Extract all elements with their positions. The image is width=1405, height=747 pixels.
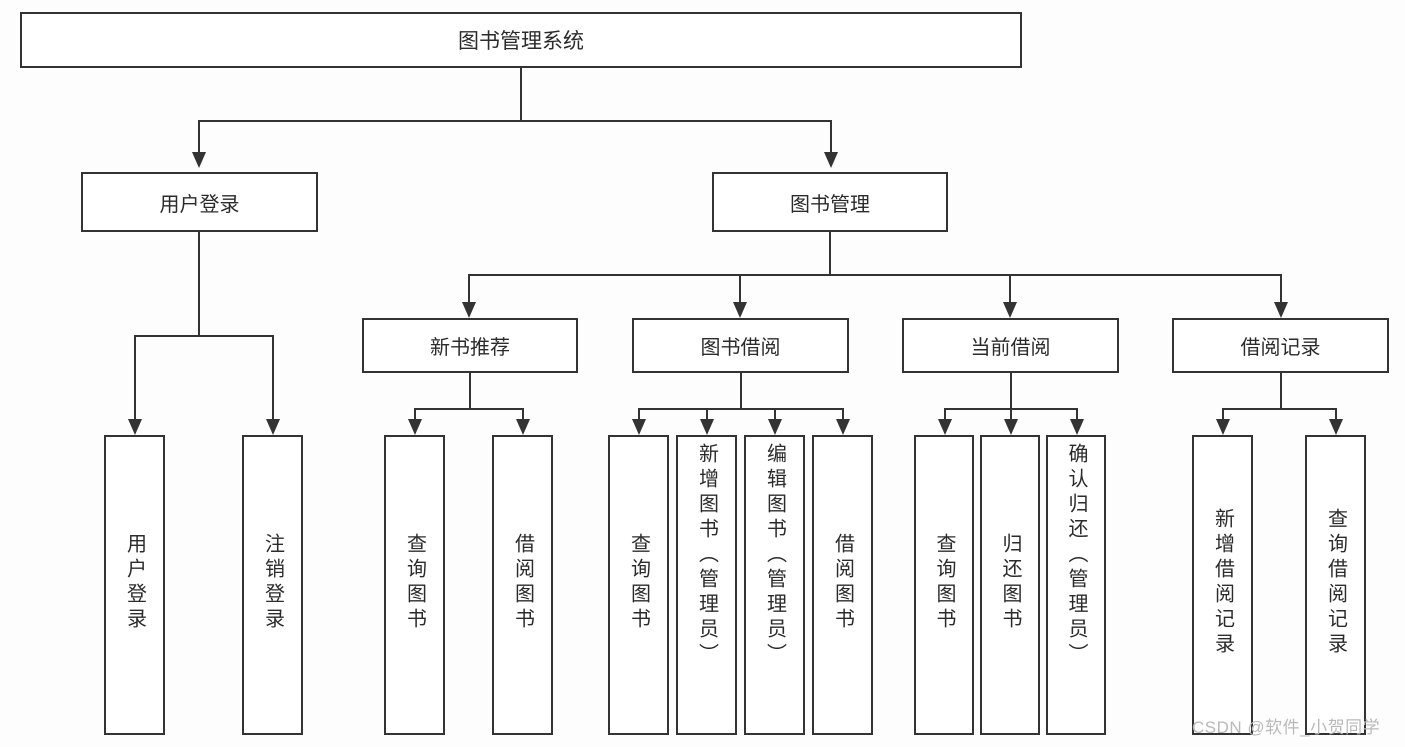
connector-book-mgmt-drop-2 [739, 274, 741, 302]
arrow-root-to-user-login [192, 152, 206, 168]
leaf-current-borrow-confirm-return-admin[interactable]: 确认归还（管理员） [1046, 435, 1106, 735]
connector-user-login-bus [134, 335, 274, 337]
connector-borrow-record-bus [1222, 408, 1336, 410]
connector-current-borrow-stem [1010, 373, 1012, 408]
node-borrow-record[interactable]: 借阅记录 [1172, 318, 1389, 373]
leaf-borrow-record-add-record[interactable]: 新增借阅记录 [1192, 435, 1253, 735]
arrow-book-mgmt-to-book-borrow [733, 302, 747, 318]
connector-book-mgmt-drop-1 [468, 274, 470, 302]
arrow-book-borrow-leaf-1 [632, 419, 646, 435]
leaf-user-login-login[interactable]: 用户登录 [104, 435, 165, 735]
csdn-watermark: CSDN @软件_小贺同学 [1192, 718, 1381, 737]
leaf-book-borrow-query-book[interactable]: 查询图书 [608, 435, 669, 735]
connector-current-borrow-drop-3 [1076, 408, 1078, 419]
connector-book-borrow-drop-1 [638, 408, 640, 419]
node-new-book-recommend[interactable]: 新书推荐 [362, 318, 578, 373]
connector-root-to-user-login [198, 120, 200, 152]
leaf-book-borrow-borrow-book[interactable]: 借阅图书 [812, 435, 873, 735]
connector-user-login-drop-1 [134, 335, 136, 419]
leaf-book-borrow-add-book-admin[interactable]: 新增图书（管理员） [676, 435, 737, 735]
connector-book-borrow-stem [740, 373, 742, 408]
connector-borrow-record-drop-2 [1335, 408, 1337, 419]
node-user-login[interactable]: 用户登录 [81, 172, 318, 232]
connector-new-book-drop-2 [522, 408, 524, 419]
arrow-root-to-book-mgmt [824, 152, 838, 168]
arrow-new-book-leaf-2 [516, 419, 530, 435]
connector-current-borrow-drop-1 [944, 408, 946, 419]
connector-book-mgmt-drop-4 [1280, 274, 1282, 302]
connector-new-book-drop-1 [414, 408, 416, 419]
arrow-user-login-leaf-1 [128, 419, 142, 435]
arrow-book-mgmt-to-current-borrow [1003, 302, 1017, 318]
leaf-borrow-record-query-record[interactable]: 查询借阅记录 [1305, 435, 1366, 735]
arrow-book-borrow-leaf-4 [836, 419, 850, 435]
connector-root-stem [520, 68, 522, 120]
arrow-user-login-leaf-2 [266, 419, 280, 435]
leaf-new-book-borrow-book[interactable]: 借阅图书 [492, 435, 553, 735]
arrow-borrow-record-leaf-1 [1216, 419, 1230, 435]
node-root-system[interactable]: 图书管理系统 [20, 12, 1022, 68]
node-book-borrow[interactable]: 图书借阅 [632, 318, 849, 373]
node-current-borrow[interactable]: 当前借阅 [902, 318, 1119, 373]
leaf-current-borrow-return-book[interactable]: 归还图书 [980, 435, 1040, 735]
connector-new-book-bus [414, 408, 524, 410]
connector-book-borrow-bus [638, 408, 844, 410]
arrow-book-borrow-leaf-2 [700, 419, 714, 435]
arrow-book-mgmt-to-borrow-record [1274, 302, 1288, 318]
connector-book-borrow-drop-2 [706, 408, 708, 419]
arrow-current-borrow-leaf-2 [1004, 419, 1018, 435]
connector-user-login-drop-2 [272, 335, 274, 419]
arrow-current-borrow-leaf-1 [938, 419, 952, 435]
connector-borrow-record-stem [1280, 373, 1282, 408]
connector-book-borrow-drop-4 [842, 408, 844, 419]
connector-book-mgmt-bus [468, 274, 1282, 276]
leaf-book-borrow-edit-book-admin[interactable]: 编辑图书（管理员） [744, 435, 805, 735]
arrow-book-mgmt-to-new-book [462, 302, 476, 318]
leaf-current-borrow-query-book[interactable]: 查询图书 [914, 435, 974, 735]
arrow-borrow-record-leaf-2 [1329, 419, 1343, 435]
arrow-current-borrow-leaf-3 [1070, 419, 1084, 435]
connector-new-book-stem [469, 373, 471, 408]
arrow-book-borrow-leaf-3 [768, 419, 782, 435]
connector-book-borrow-drop-3 [774, 408, 776, 419]
arrow-new-book-leaf-1 [408, 419, 422, 435]
leaf-user-login-logout[interactable]: 注销登录 [242, 435, 303, 735]
connector-root-to-book-mgmt [830, 120, 832, 152]
connector-current-borrow-drop-2 [1010, 408, 1012, 419]
connector-user-login-stem [198, 232, 200, 335]
connector-book-mgmt-drop-3 [1009, 274, 1011, 302]
connector-borrow-record-drop-1 [1222, 408, 1224, 419]
connector-book-mgmt-stem [829, 232, 831, 274]
connector-root-bus [198, 120, 832, 122]
leaf-new-book-query-book[interactable]: 查询图书 [384, 435, 445, 735]
node-book-management[interactable]: 图书管理 [712, 172, 948, 232]
